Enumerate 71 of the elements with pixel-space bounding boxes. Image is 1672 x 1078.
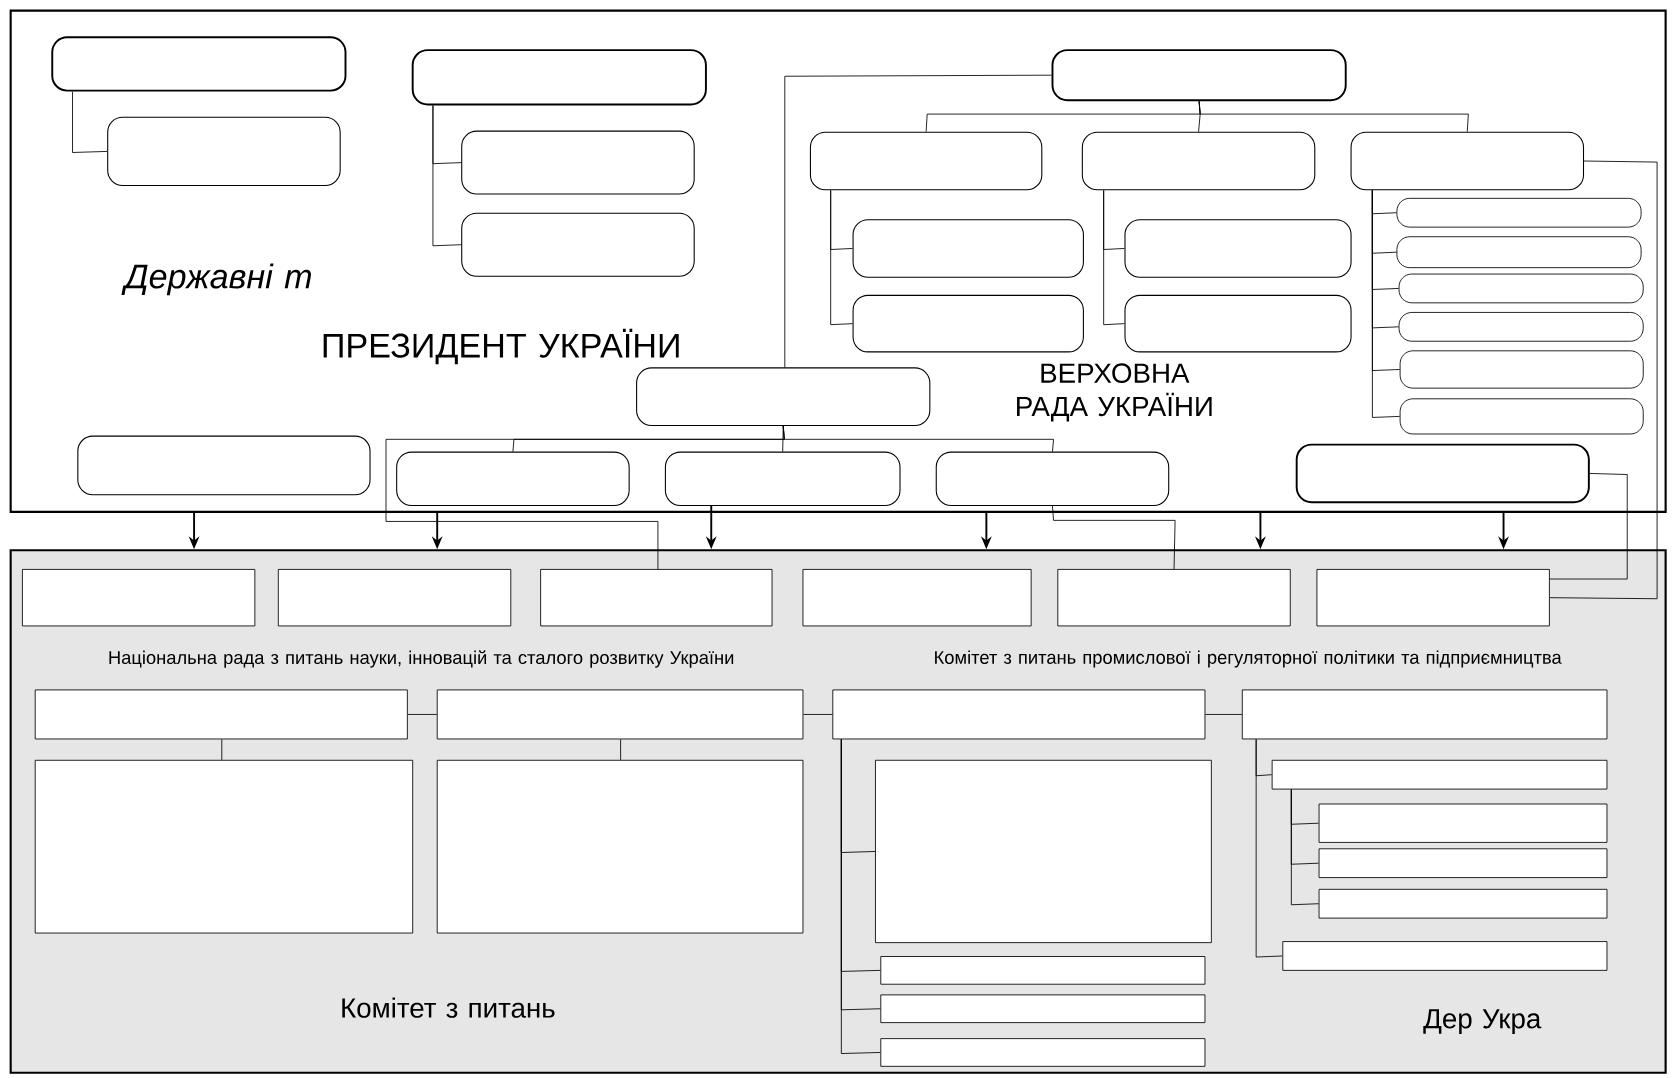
heading-text: Комітет з питань промислової і регуляторної політики та підприємництва [935,650,1562,668]
connector-line [407,714,438,715]
rounded-box [411,49,707,106]
box [21,568,256,627]
connector-line [1290,789,1320,906]
box [875,759,1212,944]
box [1241,689,1608,740]
heading-text: ПРЕЗИДЕНТ УКРАЇНИ [323,328,679,365]
box [34,689,408,740]
connector-line [802,714,833,715]
box [436,689,804,740]
rounded-box [1051,49,1347,102]
pill-box [1398,273,1644,304]
rounded-box [1124,294,1352,353]
box [1318,803,1608,843]
box [880,956,1206,985]
rounded-box [1124,219,1352,278]
heading-text: Державні т [121,263,311,296]
connector-line [1198,100,1469,133]
box [832,689,1206,740]
connector-line [432,105,462,247]
pill-box [1396,236,1642,269]
connector-line [1103,189,1125,326]
rounded-box [107,116,341,187]
connector-line [1549,473,1628,580]
connector-line [1204,714,1243,715]
box [1271,759,1608,790]
rounded-box [1081,131,1316,191]
box [1316,568,1550,627]
box [277,568,512,627]
connector-line [830,189,853,326]
rounded-box [51,36,347,92]
box [802,568,1032,627]
rounded-box [852,219,1084,278]
rounded-box [935,451,1170,506]
heading-text: Дер Укра [1423,1009,1542,1034]
rounded-box [664,451,901,506]
box [540,568,773,627]
box [880,1038,1206,1067]
connector-line [620,738,622,761]
connector-line [221,738,223,761]
rounded-box [809,131,1043,191]
pill-box [1399,398,1644,435]
box [1282,941,1608,971]
connector-line [1371,189,1401,418]
connector-line [72,91,108,153]
rounded-box [461,130,695,195]
connector-line [1255,738,1283,958]
rounded-box [852,294,1084,353]
rounded-box [1350,131,1585,191]
connector-line [1549,160,1658,600]
pill-box [1398,312,1644,342]
rounded-box [396,451,630,506]
box [436,759,804,934]
connector-line [1052,505,1176,570]
box [34,759,414,934]
box [1057,568,1291,627]
heading-text: Комітет з питань [342,997,555,1018]
box [880,994,1206,1024]
heading-text: ВЕРХОВНА РАДА УКРАЇНИ [1017,363,1212,422]
box [1318,848,1608,878]
pill-box [1399,350,1644,389]
box [1318,888,1608,919]
rounded-box [77,435,371,496]
rounded-box [1295,443,1590,504]
heading-text: Національна рада з питань науки, інновацій та сталого розвитку України [109,650,734,668]
rounded-box [461,212,695,277]
pill-box [1396,197,1642,228]
connector-line [385,425,785,570]
connector-line [784,74,1052,368]
rounded-box [636,367,931,426]
